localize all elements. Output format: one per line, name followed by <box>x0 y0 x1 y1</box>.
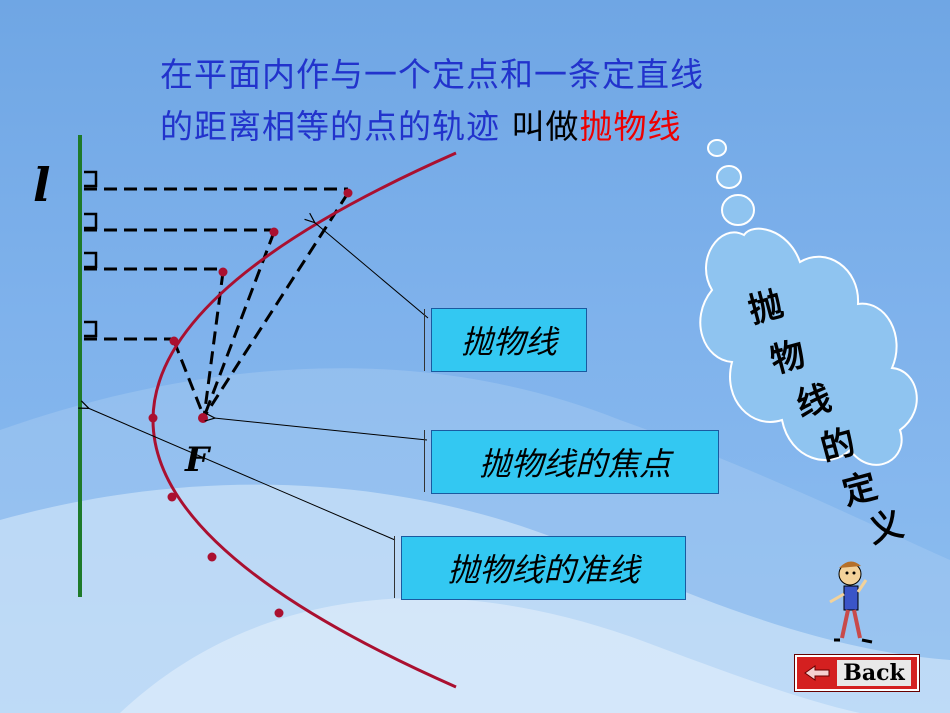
pointer-arrows <box>88 222 429 541</box>
right-angle-marks <box>84 170 98 338</box>
back-button[interactable]: Back <box>795 655 919 691</box>
arrow-left-icon <box>804 665 830 681</box>
focus-point <box>198 413 208 423</box>
distance-to-focus-lines <box>172 192 350 418</box>
focus-letter: F <box>185 440 210 480</box>
directrix-letter: l <box>33 158 51 212</box>
title-line-2: 的距离相等的点的轨迹 叫做抛物线 <box>160 100 682 148</box>
title-emphasis-parabola: 抛物线 <box>579 107 682 146</box>
cartoon-figure-icon <box>829 561 873 644</box>
title-line-2-called: 叫做 <box>511 107 580 146</box>
title-line-2-text: 的距离相等的点的轨迹 <box>160 107 512 146</box>
bracket-parabola <box>424 309 425 371</box>
title-line-1: 在平面内作与一个定点和一条定直线 <box>160 55 704 94</box>
bracket-directrix <box>394 536 395 598</box>
label-parabola: 抛物线 <box>431 308 587 372</box>
distance-to-directrix-lines <box>84 187 348 341</box>
thought-cloud <box>699 139 918 466</box>
back-button-label: Back <box>837 660 911 686</box>
label-focus: 抛物线的焦点 <box>431 430 719 494</box>
label-directrix: 抛物线的准线 <box>401 536 686 600</box>
parabola-points <box>148 188 353 618</box>
bracket-focus <box>424 430 425 492</box>
